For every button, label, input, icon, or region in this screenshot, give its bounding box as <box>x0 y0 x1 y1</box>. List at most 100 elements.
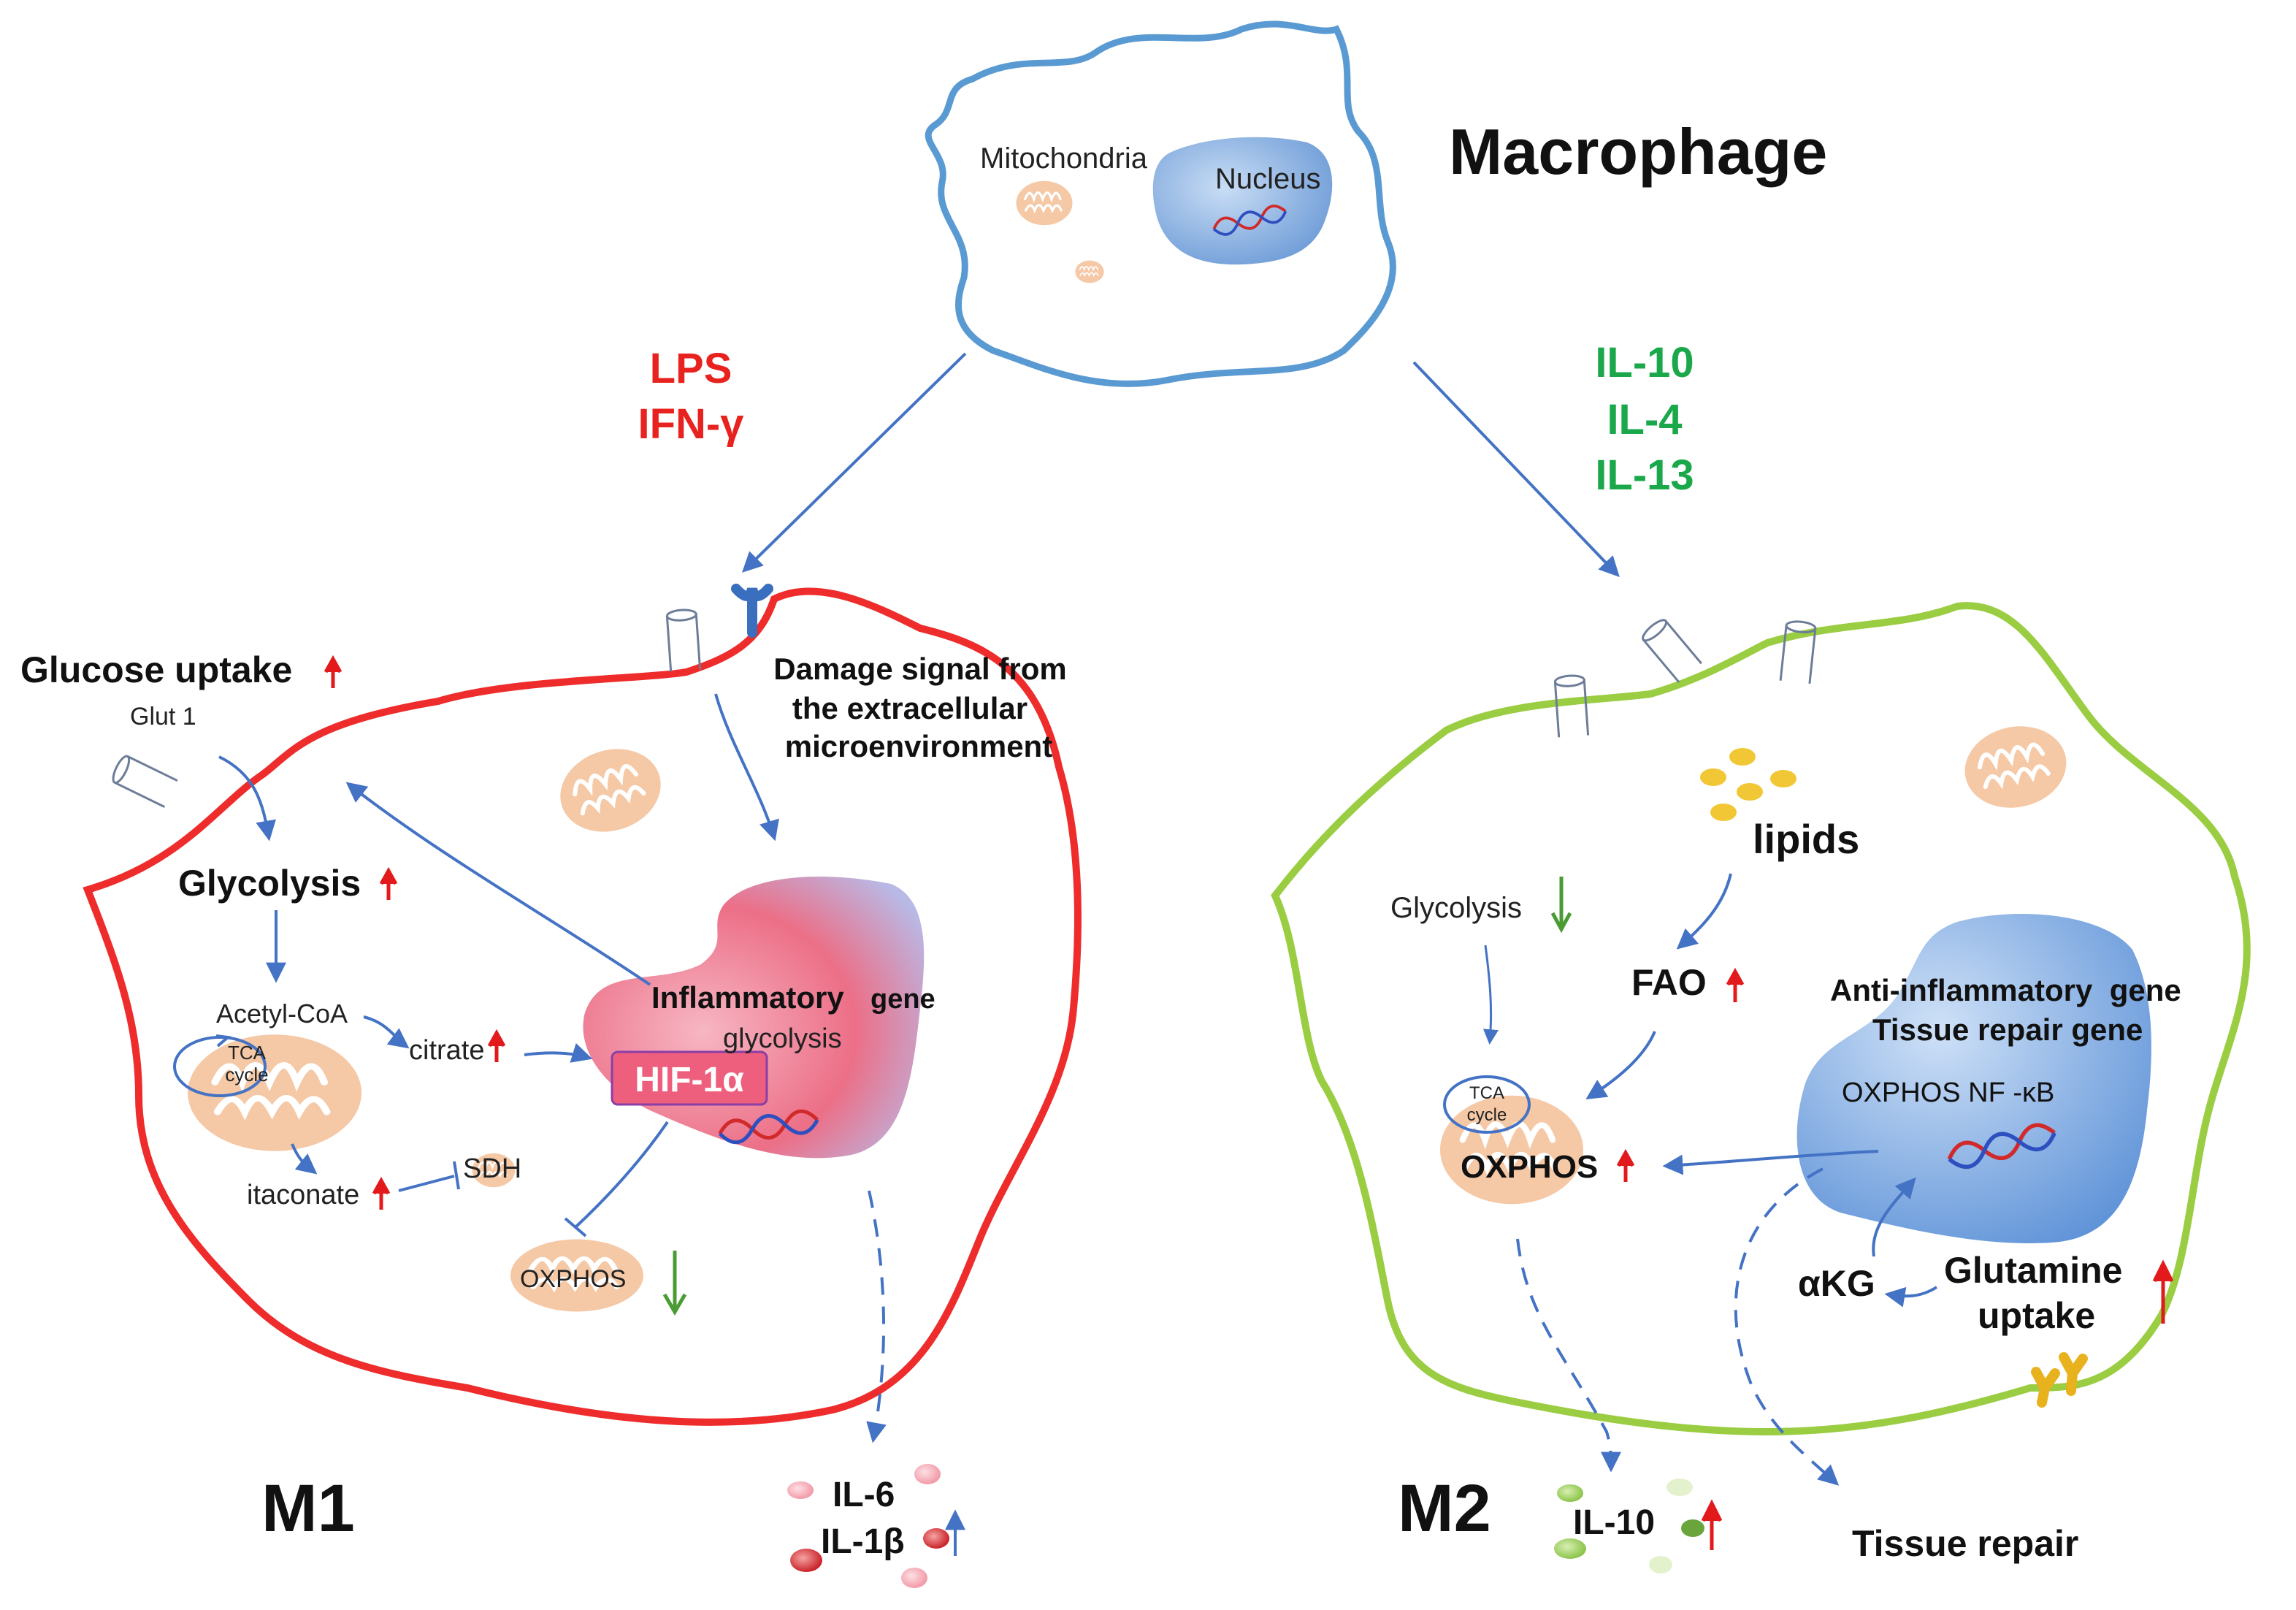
glut-transporter-icon <box>109 752 179 809</box>
citrate-label: citrate <box>409 1035 484 1066</box>
inhibit-itaconate-sdh <box>398 1161 460 1192</box>
tca-cycle-icon <box>1443 1075 1531 1134</box>
stimulus-ifn-gamma: IFN-γ <box>638 400 745 448</box>
damage-signal-line: Damage signal from <box>773 652 1066 686</box>
lipid-droplet-icon <box>1737 783 1763 801</box>
arrow-lipids-to-fao <box>1676 873 1732 950</box>
glut-transporter-icon <box>1639 616 1703 684</box>
stimulus-il4: IL-4 <box>1607 396 1682 443</box>
m2-stimuli: IL-10 IL-4 IL-13 <box>1595 339 1694 499</box>
arrow-to-m2 <box>1412 361 1620 578</box>
il6-label: IL-6 <box>833 1476 895 1514</box>
m2-glycolysis-label: Glycolysis <box>1390 892 1522 924</box>
m2-cytokine-dots <box>1554 1479 1704 1573</box>
anti-inflammatory-label: Anti-inflammatory gene <box>1830 973 2181 1007</box>
lipid-droplet-icon <box>1729 748 1756 766</box>
il10-label: IL-10 <box>1573 1503 1655 1542</box>
m1-tca-label: cycle <box>225 1064 268 1086</box>
arrow-cytokine-release <box>866 1190 887 1443</box>
m2-membrane <box>1271 602 2251 1436</box>
m1-stimuli: LPS IFN-γ <box>638 345 745 448</box>
m2-tca-label: cycle <box>1467 1105 1507 1125</box>
hif-box <box>611 1050 768 1106</box>
down-arrow-m1-oxphos <box>662 1251 687 1316</box>
mitochondrion-icon <box>1957 717 2074 817</box>
glutamine-transporter-icon <box>2031 1352 2088 1408</box>
damage-signal-line: microenvironment <box>785 729 1052 763</box>
up-arrow-citrate <box>487 1029 506 1062</box>
itaconate-label: itaconate <box>247 1180 359 1210</box>
m1-glycolysis-label: Glycolysis <box>178 863 361 904</box>
up-arrow-fao <box>1726 967 1745 1002</box>
m1-cell <box>83 584 1082 1426</box>
cytokine-dot-icon <box>787 1481 814 1499</box>
arrow-akg-to-nucleus <box>1872 1177 1916 1257</box>
lipid-droplet-icon <box>1770 770 1796 787</box>
lipid-droplets <box>1700 748 1796 821</box>
inflammatory-gene-word: gene <box>870 984 935 1015</box>
cytokine-dot-icon <box>901 1568 927 1588</box>
m1-label: M1 <box>261 1471 355 1546</box>
arrow-glucose-to-glycolysis <box>218 755 276 842</box>
akg-label: αKG <box>1798 1263 1875 1304</box>
mitochondrion-icon <box>1074 259 1105 284</box>
m1-tca-label: TCA <box>228 1042 267 1064</box>
arrow-to-m1 <box>742 352 967 573</box>
up-arrow-m2-oxphos <box>1616 1148 1635 1182</box>
arrow-tca-to-itaconate <box>291 1143 318 1175</box>
anti-inflammatory-nucleus-icon <box>1796 913 2151 1243</box>
up-arrow-itaconate <box>372 1176 391 1210</box>
lipid-droplet-icon <box>1700 768 1726 786</box>
arrow-acetylcoa-to-citrate <box>363 1015 410 1049</box>
up-arrow-glutamine <box>2152 1259 2174 1324</box>
cytokine-dot-icon <box>1554 1538 1586 1559</box>
m1-cytokine-dots <box>787 1464 949 1588</box>
m2-tca-label: TCA <box>1469 1083 1504 1103</box>
mitochondria-label: Mitochondria <box>980 142 1148 175</box>
acetyl-coa-label: Acetyl-CoA <box>216 999 348 1029</box>
arrow-nucleus-to-oxphos <box>1662 1150 1879 1175</box>
sdh-label: SDH <box>463 1153 521 1184</box>
arrow-nucleus-to-tissue-repair <box>1734 1167 1840 1486</box>
arrow-fao-to-tca <box>1585 1031 1656 1100</box>
damage-signal-line: the extracellular <box>792 691 1028 725</box>
m1-glycolysis-lower-label: glycolysis <box>723 1023 842 1054</box>
il1b-label: IL-1β <box>821 1522 905 1561</box>
arrow-oxphos-to-il10 <box>1516 1238 1621 1473</box>
mitochondrion-icon <box>1014 180 1074 226</box>
glut-transporter-icon <box>665 608 702 673</box>
cytokine-dot-icon <box>914 1464 941 1484</box>
lipid-droplet-icon <box>1710 804 1737 821</box>
m2-cell <box>1271 602 2251 1436</box>
arrow-glycolysis-to-tca <box>1482 945 1499 1045</box>
m1-oxphos-label: OXPHOS <box>520 1265 626 1293</box>
glucose-uptake-label: Glucose uptake <box>20 649 292 690</box>
inflammatory-nucleus-icon <box>583 877 925 1159</box>
arrow-nucleus-to-glucose <box>345 782 651 986</box>
cytokine-dot-icon <box>923 1528 949 1549</box>
inhibit-hif-oxphos <box>564 1121 669 1237</box>
damage-signal-label: Damage signal from the extracellular mic… <box>773 652 1066 763</box>
cytokine-dot-icon <box>1666 1479 1693 1496</box>
cytokine-dot-icon <box>1681 1519 1704 1537</box>
mitochondrion-icon <box>188 1034 361 1151</box>
stimulus-il13: IL-13 <box>1595 451 1694 499</box>
stimulus-lps: LPS <box>650 345 732 392</box>
stimulus-il10: IL-10 <box>1595 339 1694 386</box>
up-arrow-glucose <box>324 655 343 688</box>
m1-membrane <box>83 587 1082 1426</box>
cytokine-dot-icon <box>1557 1484 1583 1502</box>
down-arrow-m2-glycolysis <box>1550 877 1572 934</box>
up-arrow-il10 <box>1701 1499 1723 1550</box>
cytokine-dot-icon <box>1649 1556 1672 1573</box>
mitochondrion-icon <box>549 736 671 844</box>
hif-label: HIF-1α <box>635 1061 744 1099</box>
glutamine-label: Glutamine <box>1944 1250 2122 1291</box>
inflammatory-gene-label: Inflammatory <box>651 980 844 1015</box>
m2-oxphos-label: OXPHOS <box>1461 1149 1598 1185</box>
nucleus-icon <box>1152 137 1333 265</box>
oxphos-nfkb-label: OXPHOS NF -κB <box>1842 1077 2054 1108</box>
nucleus-label: Nucleus <box>1215 163 1321 195</box>
receptor-icon <box>731 584 773 638</box>
